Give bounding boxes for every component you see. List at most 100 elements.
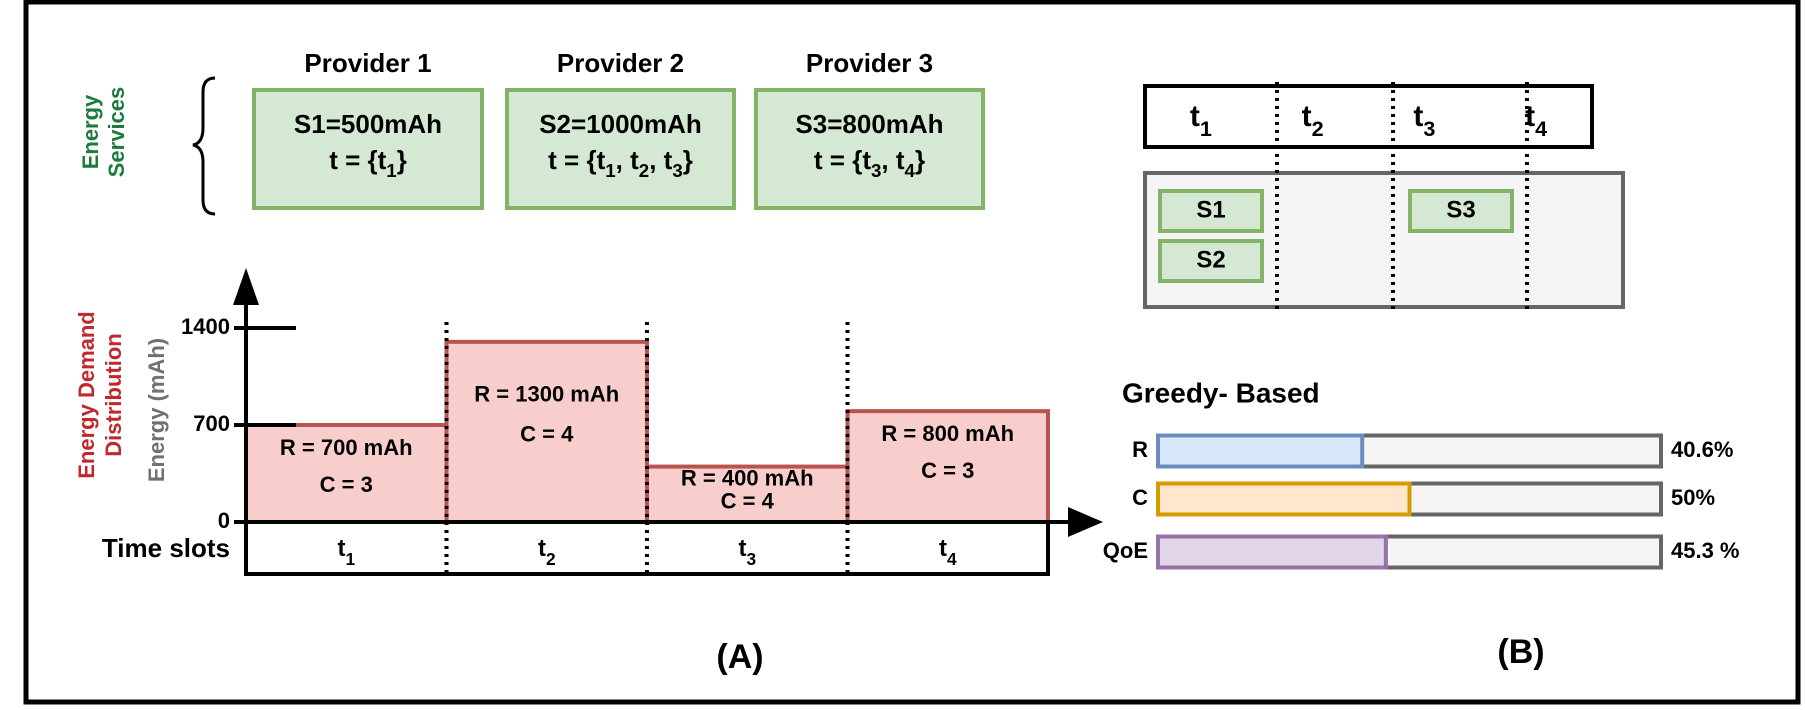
time-set-separator: ,: [881, 145, 895, 175]
demand-r-label: R = 700 mAh: [280, 435, 413, 460]
provider-time-slots: t = {t3, t4}: [814, 145, 925, 182]
time-set-open: t = {: [548, 145, 596, 175]
y-tick-label: 1400: [181, 314, 230, 339]
energy-services-label: Services: [104, 87, 129, 178]
timeline-slot-label-subscript: 4: [1535, 116, 1547, 141]
energy-demand-label: Energy Demand: [74, 311, 99, 479]
energy-demand-label: Distribution: [101, 333, 126, 456]
time-slot-label: t2: [538, 535, 556, 568]
time-set-separator: ,: [616, 145, 630, 175]
time-set-t: t: [862, 145, 871, 175]
time-slots-label: Time slots: [102, 533, 230, 563]
provider-time-slots: t = {t1, t2, t3}: [548, 145, 693, 182]
demand-bar: [845, 409, 1050, 524]
allocated-service: [1408, 189, 1514, 233]
time-set-subscript: 3: [672, 160, 682, 181]
y-tick-label: 0: [218, 508, 230, 533]
time-set-subscript: 1: [605, 160, 615, 181]
timeline-slot-label-subscript: 2: [1312, 116, 1324, 141]
timeline-slot-label: t4: [1525, 100, 1547, 141]
demand-r-label: R = 1300 mAh: [474, 382, 619, 407]
allocated-service-label: S2: [1196, 246, 1225, 273]
caption-b: (B): [1497, 633, 1544, 671]
provider-capacity: S2=1000mAh: [539, 109, 702, 139]
time-set-t: t: [896, 145, 905, 175]
timeline-slot-label: t1: [1190, 100, 1212, 141]
y-axis-label: Energy (mAh): [144, 338, 169, 482]
metric-name: QoE: [1103, 538, 1148, 563]
provider-box: [505, 88, 736, 210]
time-set-subscript: 2: [639, 160, 649, 181]
time-set-t: t: [597, 145, 606, 175]
time-slot-label: t4: [939, 535, 957, 568]
provider-capacity: S3=800mAh: [795, 109, 943, 139]
time-set-separator: ,: [649, 145, 663, 175]
caption-a: (A): [716, 638, 763, 676]
time-slot-label: t1: [337, 535, 355, 568]
time-slot-label-subscript: 1: [345, 549, 355, 569]
time-set-t: t: [378, 145, 387, 175]
metric-value: 50%: [1671, 485, 1715, 510]
time-set-subscript: 4: [905, 160, 916, 181]
time-slot-label-base: t: [939, 535, 947, 562]
time-set-subscript: 1: [386, 160, 396, 181]
time-set-t: t: [630, 145, 639, 175]
time-set-subscript: 3: [871, 160, 881, 181]
metric-fill: [1156, 534, 1388, 570]
provider-time-slots: t = {t1}: [329, 145, 407, 182]
allocated-service: [1158, 189, 1264, 233]
allocated-service-label: S1: [1196, 196, 1225, 223]
timeline-slot-label-base: t: [1413, 100, 1423, 133]
time-slot-strip: [244, 520, 1050, 576]
time-set-t: t: [664, 145, 673, 175]
time-slot-label-base: t: [738, 535, 746, 562]
allocated-service-label: S3: [1446, 196, 1475, 223]
curly-brace: [192, 76, 216, 216]
demand-c-label: C = 4: [520, 422, 574, 447]
time-slot-label: t3: [738, 535, 756, 568]
demand-c-label: C = 4: [721, 488, 775, 513]
metric-fill: [1156, 481, 1412, 517]
timeline-slot-label-subscript: 1: [1200, 116, 1212, 141]
metric-value: 40.6%: [1671, 437, 1733, 462]
provider-box: [252, 88, 484, 210]
demand-c-label: C = 3: [320, 472, 373, 497]
timeline-slot-label-subscript: 3: [1423, 116, 1435, 141]
provider-name: Provider 2: [557, 48, 684, 78]
time-slot-label-subscript: 3: [746, 549, 756, 569]
provider-name: Provider 3: [806, 48, 933, 78]
time-set-close: }: [683, 145, 693, 175]
x-axis-arrow: [1068, 507, 1103, 537]
provider-name: Provider 1: [304, 48, 431, 78]
time-slot-label-subscript: 4: [947, 549, 957, 569]
provider-box: [754, 88, 985, 210]
demand-r-label: R = 400 mAh: [681, 465, 814, 490]
allocated-service: [1158, 239, 1264, 283]
time-slot-label-subscript: 2: [546, 549, 556, 569]
demand-c-label: C = 3: [921, 458, 974, 483]
metric-value: 45.3 %: [1671, 538, 1740, 563]
time-slot-label-base: t: [538, 535, 546, 562]
time-set-close: }: [397, 145, 407, 175]
time-slot-label-base: t: [337, 535, 345, 562]
timeline-slot-label: t3: [1413, 100, 1435, 141]
demand-r-label: R = 800 mAh: [881, 421, 1014, 446]
timeline-slot-label-base: t: [1525, 100, 1535, 133]
allocation-panel: [1143, 171, 1625, 309]
metric-name: C: [1132, 485, 1148, 510]
energy-services-label: Energy: [78, 94, 103, 169]
y-axis-arrow: [233, 268, 259, 305]
timeline-slot-label: t2: [1302, 100, 1324, 141]
provider-capacity: S1=500mAh: [294, 109, 442, 139]
time-set-open: t = {: [814, 145, 862, 175]
timeline-slot-label-base: t: [1302, 100, 1312, 133]
timeline-header: [1143, 84, 1594, 149]
metric-name: R: [1132, 437, 1148, 462]
time-set-open: t = {: [329, 145, 377, 175]
time-set-close: }: [915, 145, 925, 175]
metric-fill: [1156, 433, 1365, 469]
timeline-slot-label-base: t: [1190, 100, 1200, 133]
method-title: Greedy- Based: [1122, 377, 1320, 408]
y-tick-label: 700: [193, 411, 230, 436]
